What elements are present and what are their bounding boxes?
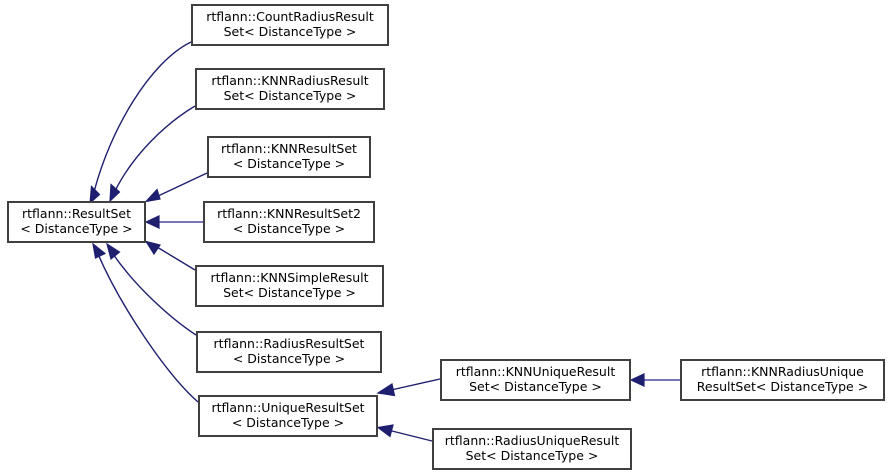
node-knn-simple-result-set[interactable]: rtflann::KNNSimpleResult Set< DistanceTy… (195, 265, 384, 307)
node-result-set-line-1: rtflann::ResultSet (22, 206, 131, 222)
edge-knn-simple-result-set-to-result-set (144, 240, 196, 271)
node-knn-radius-unique-result-set-line-2: ResultSet< DistanceType > (696, 379, 869, 394)
node-knn-result-set-2-line-2: < DistanceType > (232, 221, 346, 236)
node-knn-result-set-line-2: < DistanceType > (232, 156, 346, 171)
node-unique-result-set-line-2: < DistanceType > (231, 415, 345, 430)
node-knn-radius-unique-result-set[interactable]: rtflann::KNNRadiusUnique ResultSet< Dist… (680, 359, 885, 401)
node-radius-unique-result-set-line-2: Set< DistanceType > (465, 448, 599, 463)
edge-knn-radius-result-set-to-result-set (109, 105, 196, 203)
node-knn-radius-result-set-line-2: Set< DistanceType > (223, 88, 357, 103)
edge-knn-result-set-to-result-set (144, 172, 208, 203)
node-result-set[interactable]: rtflann::ResultSet < DistanceType > (7, 201, 146, 243)
node-knn-simple-result-set-line-2: Set< DistanceType > (223, 285, 356, 300)
node-unique-result-set-line-1: rtflann::UniqueResultSet (211, 400, 365, 416)
node-knn-result-set[interactable]: rtflann::KNNResultSet < DistanceType > (207, 136, 371, 178)
node-radius-unique-result-set[interactable]: rtflann::RadiusUniqueResult Set< Distanc… (432, 428, 632, 470)
node-knn-unique-result-set-line-2: Set< DistanceType > (469, 379, 602, 394)
edge-knn-unique-result-set-to-unique-result-set (376, 378, 441, 397)
node-knn-radius-unique-result-set-line-1: rtflann::KNNRadiusUnique (701, 364, 864, 380)
node-knn-result-set-line-1: rtflann::KNNResultSet (221, 141, 357, 157)
node-count-radius-result-set[interactable]: rtflann::CountRadiusResult Set< Distance… (191, 4, 389, 46)
node-result-set-line-2: < DistanceType > (20, 221, 133, 236)
edge-knn-radius-unique-result-set-to-knn-unique-result-set (629, 373, 680, 387)
node-count-radius-result-set-line-2: Set< DistanceType > (223, 24, 357, 39)
node-count-radius-result-set-line-1: rtflann::CountRadiusResult (206, 9, 374, 25)
node-radius-result-set[interactable]: rtflann::RadiusResultSet < DistanceType … (196, 331, 382, 373)
edge-count-radius-result-set-to-result-set (89, 41, 192, 205)
edge-radius-result-set-to-result-set (106, 242, 197, 336)
node-knn-result-set-2-line-1: rtflann::KNNResultSet2 (217, 206, 361, 222)
edge-unique-result-set-to-result-set (92, 242, 199, 403)
node-knn-unique-result-set[interactable]: rtflann::KNNUniqueResult Set< DistanceTy… (440, 359, 631, 401)
edge-radius-unique-result-set-to-unique-result-set (376, 424, 433, 442)
node-knn-result-set-2[interactable]: rtflann::KNNResultSet2 < DistanceType > (203, 201, 375, 243)
node-unique-result-set[interactable]: rtflann::UniqueResultSet < DistanceType … (198, 395, 378, 437)
node-radius-unique-result-set-line-1: rtflann::RadiusUniqueResult (444, 433, 620, 449)
node-knn-unique-result-set-line-1: rtflann::KNNUniqueResult (455, 364, 616, 380)
node-radius-result-set-line-1: rtflann::RadiusResultSet (213, 336, 365, 352)
node-knn-simple-result-set-line-1: rtflann::KNNSimpleResult (210, 270, 369, 286)
node-knn-radius-result-set[interactable]: rtflann::KNNRadiusResult Set< DistanceTy… (195, 68, 385, 110)
node-knn-radius-result-set-line-1: rtflann::KNNRadiusResult (211, 73, 369, 89)
edge-knn-result-set-2-to-result-set (144, 215, 203, 229)
node-radius-result-set-line-2: < DistanceType > (232, 351, 346, 366)
